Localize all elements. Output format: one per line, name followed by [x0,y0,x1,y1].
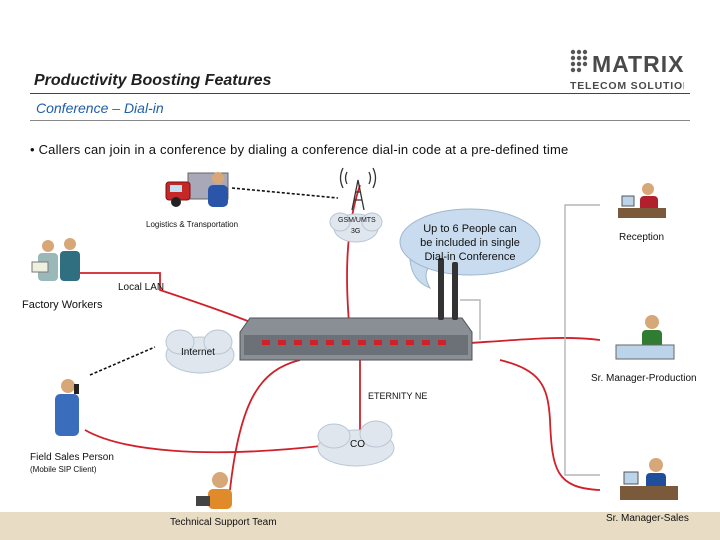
truck-wireless-link [231,187,339,199]
gsm-3g-label: 3G [351,228,360,235]
wireless-links [89,187,339,376]
field-link-line [84,429,331,454]
logo-dots-icon [570,49,588,73]
matrix-logo-graphic: MATRIX TELECOM SOLUTIONS [570,49,698,92]
bullet-text: • Callers can join in a conference by di… [30,142,569,157]
reception-label: Reception [619,232,664,243]
co-cloud-icon [317,420,395,467]
bullet-content: Callers can join in a conference by dial… [38,142,569,157]
local-lan-label: Local LAN [118,282,164,293]
reception-bracket [564,204,600,340]
gray-connections [460,204,600,476]
co-label: CO [350,439,365,450]
gsm-link-line [346,184,361,336]
subtitle-divider [30,120,690,121]
support-link-line [229,359,301,491]
bubble-line-2: be included in single [420,237,520,249]
bubble-line-1: Up to 6 People can [423,223,517,235]
manager-production-icon [615,315,675,360]
field-sales-label: Field Sales Person [30,452,114,463]
slide-title: Productivity Boosting Features [34,72,272,89]
internet-cloud-icon [165,329,235,374]
technical-support-label: Technical Support Team [170,517,277,528]
gsm-cloud-icon [329,212,383,243]
manager-sales-icon [620,458,678,500]
sales-bracket [564,340,600,476]
gsm-label: GSM/UMTS [338,217,376,224]
driver-person-icon [208,172,228,207]
field-sales-person-icon [55,379,79,436]
logo-brand: MATRIX [592,51,684,77]
manager-sales-label: Sr. Manager-Sales [606,513,689,524]
sales-link-line [499,359,601,491]
antenna-link [460,299,481,340]
receptionist-icon [618,183,666,218]
logo-tagline: TELECOM SOLUTIONS [570,80,684,92]
internet-label: Internet [181,347,215,358]
field-wireless-link [89,346,156,376]
manager-production-label: Sr. Manager-Production [591,373,697,384]
bubble-line-3: Dial-in Conference [424,251,515,263]
factory-workers-icon [31,238,80,281]
slide-subtitle: Conference – Dial-in [36,100,164,116]
title-divider [30,93,690,94]
logistics-label: Logistics & Transportation [146,220,238,229]
gsm-tower-icon [339,167,377,211]
technical-support-icon [196,472,232,509]
conference-bubble [399,208,541,289]
mobile-sip-label: (Mobile SIP Client) [30,465,97,474]
factory-workers-label: Factory Workers [22,299,103,311]
eternity-ne-label: ETERNITY NE [368,391,427,401]
eternity-device-icon [239,258,473,361]
matrix-logo: MATRIX TELECOM SOLUTIONS [568,44,698,94]
